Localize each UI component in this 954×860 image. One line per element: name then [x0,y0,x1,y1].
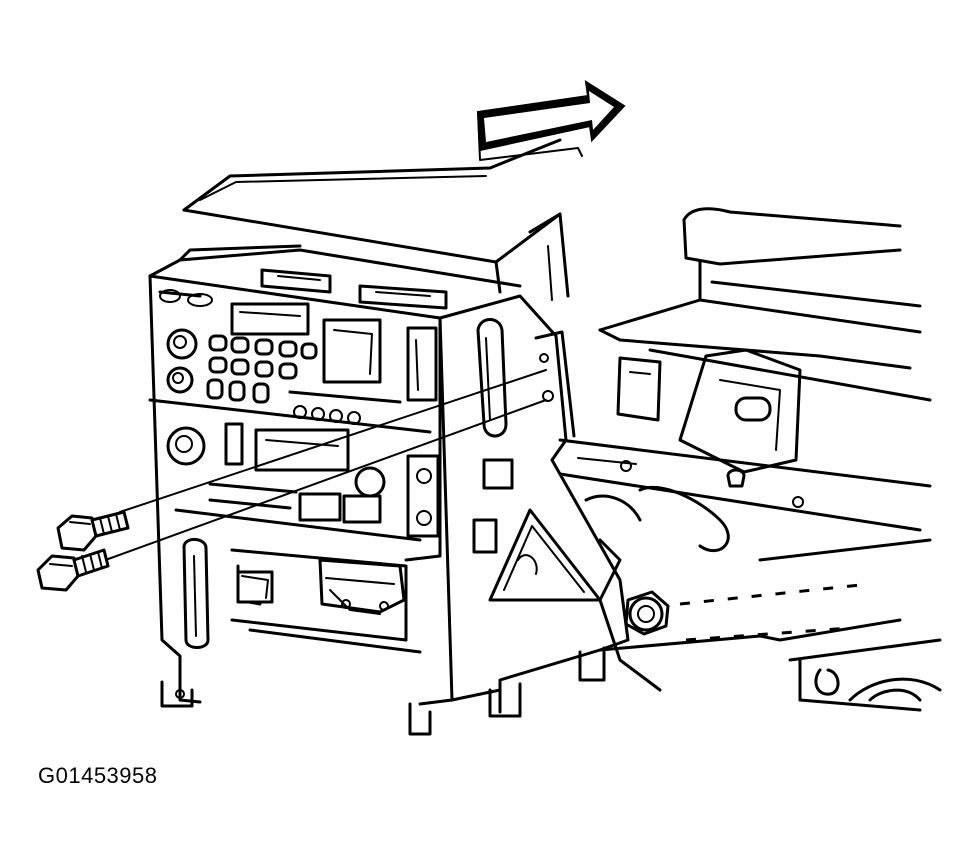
figure-id-label: G01453958 [38,763,158,788]
direction-arrow-icon [476,79,626,161]
mounting-bracket [408,294,630,736]
bracket-bolt-icon [624,590,670,636]
bolt-lower-icon [36,399,547,592]
radio-unit [148,244,522,708]
instrument-panel-structure [558,207,942,712]
bolt-upper-icon [56,369,547,552]
dash-panel-outline [182,138,570,301]
